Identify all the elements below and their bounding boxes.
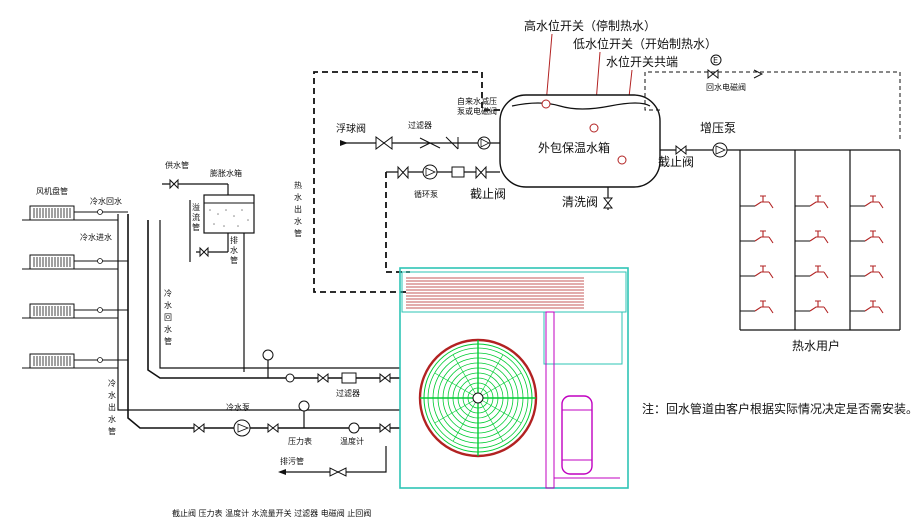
svg-text:管: 管 (192, 222, 200, 232)
faucet-icon (850, 265, 884, 279)
circulation-line: 循环泵 截止阀 (385, 164, 506, 272)
chill-pump-label: 冷水泵 (226, 402, 250, 412)
compressor (554, 395, 620, 479)
svg-text:管: 管 (108, 426, 116, 436)
hot-water-supply: 增压泵 截止阀 热水用户 (658, 121, 901, 353)
svg-text:回: 回 (164, 313, 172, 322)
svg-text:管: 管 (230, 255, 238, 265)
faucet-icon (795, 300, 829, 314)
svg-text:管: 管 (294, 228, 302, 238)
circ-pump-label: 循环泵 (414, 189, 438, 199)
expansion-tank: 膨胀水箱 供水管 溢 流 管 排 水 管 (162, 160, 255, 372)
svg-text:水: 水 (164, 300, 172, 310)
low-level-switch-label: 低水位开关（开始制热水） (573, 36, 717, 51)
overflow-pipe-vert: 溢 流 管 (192, 202, 200, 232)
svg-text:排: 排 (230, 235, 238, 245)
fan-coil-unit (22, 303, 128, 319)
drain-valve: 清洗阀 (562, 187, 614, 210)
svg-text:水: 水 (230, 245, 238, 255)
faucet-icon (795, 265, 829, 279)
fan-coils: 风机盘管 冷水回水 冷水进水 (36, 186, 122, 242)
supply-pipe-label: 供水管 (165, 160, 189, 170)
fan-coil-label: 风机盘管 (36, 186, 68, 196)
svg-text:流: 流 (192, 212, 200, 222)
svg-text:出: 出 (294, 204, 302, 214)
stop-valve-mid-label: 截止阀 (470, 187, 506, 201)
svg-text:溢: 溢 (192, 202, 200, 212)
faucet-icon (795, 195, 829, 209)
drain-pipe-vert: 排 水 管 (230, 235, 238, 265)
thermometer-label: 温度计 (340, 436, 364, 446)
pressure-gauge-label: 压力表 (288, 436, 312, 446)
tap-valve-label: 自来水减压 (457, 96, 497, 106)
svg-text:泵或电磁阀: 泵或电磁阀 (457, 106, 497, 116)
hot-out-label: 冷水进水 (80, 232, 112, 242)
svg-text:冷: 冷 (108, 378, 116, 388)
svg-text:水: 水 (164, 324, 172, 334)
float-valve-label: 浮球阀 (336, 122, 366, 135)
filter-bottom-label: 过滤器 (336, 388, 360, 398)
hot-water-taps (740, 195, 884, 314)
faucet-icon (850, 195, 884, 209)
legend-row: 截止阀 压力表 温度计 水流量开关 过滤器 电磁阀 止回阀 (172, 508, 371, 518)
faucet-icon (850, 300, 884, 314)
hot-water-outlet-vert: 热 水 出 水 管 (294, 180, 302, 238)
return-valve-label: 回水电磁阀 (706, 82, 746, 92)
fan-coil-unit (22, 205, 128, 221)
faucet-icon (740, 265, 774, 279)
filter-top-label: 过滤器 (408, 120, 432, 130)
stop-valve-right-label: 截止阀 (658, 155, 694, 169)
cold-return-vert: 冷 水 回 水 管 (164, 288, 172, 346)
svg-text:E: E (713, 56, 718, 65)
faucet-icon (740, 195, 774, 209)
expansion-tank-label: 膨胀水箱 (210, 168, 242, 178)
faucet-icon (795, 230, 829, 244)
tank-label: 外包保温水箱 (538, 140, 610, 155)
svg-text:热: 热 (294, 180, 302, 190)
level-switch-labels: 高水位开关（停制热水） 低水位开关（开始制热水） 水位开关共端 (524, 18, 717, 161)
trunk-pipes: 冷 水 回 水 管 冷 水 出 水 管 过滤器 冷水泵 压力表 温度计 (108, 214, 400, 477)
booster-pump-label: 增压泵 (700, 121, 736, 135)
heat-pump-unit (399, 267, 629, 489)
hot-return-label: 冷水回水 (90, 196, 122, 206)
tank-inlet-line: 浮球阀 过滤器 自来水减压 泵或电磁阀 (336, 96, 500, 150)
svg-text:管: 管 (164, 336, 172, 346)
cold-out-vert: 冷 水 出 水 管 (108, 378, 116, 436)
fan-coil-unit (22, 254, 128, 270)
insulated-water-tank: 外包保温水箱 (499, 94, 661, 188)
svg-text:水: 水 (294, 216, 302, 226)
faucet-icon (740, 230, 774, 244)
svg-text:水: 水 (108, 390, 116, 400)
drain-valve-label: 清洗阀 (562, 195, 598, 209)
faucet-icon (850, 230, 884, 244)
hot-users-label: 热水用户 (792, 338, 840, 353)
fan (418, 338, 538, 458)
condenser-coil (406, 277, 584, 309)
svg-text:水: 水 (294, 192, 302, 202)
faucet-icon (740, 300, 774, 314)
note-text: 注：回水管道由客户根据实际情况决定是否需安装。 (642, 401, 918, 416)
fan-coil-unit (22, 353, 128, 369)
common-switch-label: 水位开关共端 (606, 54, 678, 69)
svg-text:水: 水 (108, 414, 116, 424)
high-level-switch-label: 高水位开关（停制热水） (524, 18, 656, 33)
svg-text:冷: 冷 (164, 288, 172, 298)
drain-bottom-label: 排污管 (280, 456, 304, 466)
svg-text:出: 出 (108, 402, 116, 412)
